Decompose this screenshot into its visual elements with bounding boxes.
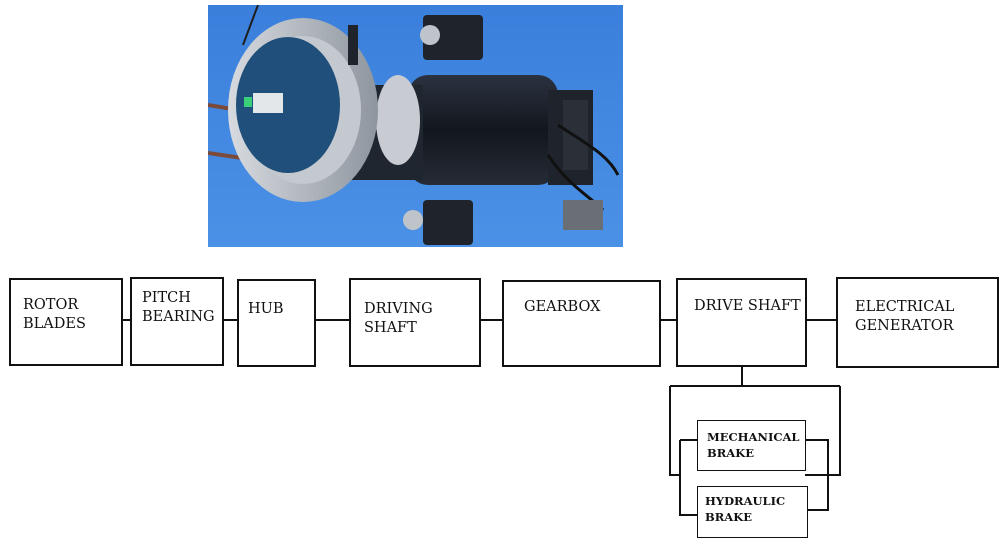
block-electrical-generator: ELECTRICAL GENERATOR (836, 277, 999, 368)
block-hydraulic-brake: HYDRAULIC BRAKE (697, 486, 808, 538)
label-drive-shaft: DRIVE SHAFT (694, 297, 801, 316)
label-rotor-blades: ROTOR BLADES (23, 296, 86, 334)
label-hub: HUB (248, 300, 284, 319)
label-electrical-generator: ELECTRICAL GENERATOR (855, 298, 954, 336)
block-pitch-bearing: PITCH BEARING (130, 277, 224, 366)
label-gearbox: GEARBOX (524, 298, 600, 317)
label-pitch-bearing: PITCH BEARING (142, 289, 215, 327)
label-hydraulic-brake: HYDRAULIC BRAKE (705, 493, 785, 525)
brake-loop-right-outer (805, 386, 840, 475)
label-driving-shaft: DRIVING SHAFT (364, 300, 433, 338)
block-driving-shaft: DRIVING SHAFT (349, 278, 481, 367)
block-gearbox: GEARBOX (502, 280, 661, 367)
label-mechanical-brake: MECHANICAL BRAKE (707, 429, 800, 461)
block-rotor-blades: ROTOR BLADES (9, 278, 123, 366)
block-hub: HUB (237, 279, 316, 367)
block-drive-shaft: DRIVE SHAFT (676, 278, 807, 367)
brake-loop-left-outer (670, 386, 680, 475)
block-mechanical-brake: MECHANICAL BRAKE (697, 420, 806, 471)
brake-loop-left-inner (680, 440, 697, 515)
